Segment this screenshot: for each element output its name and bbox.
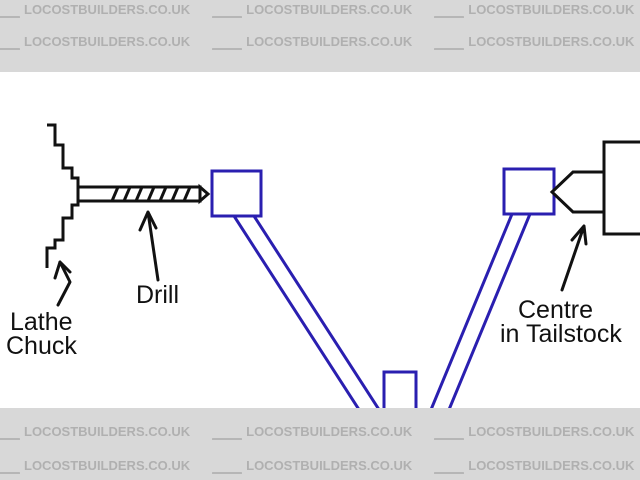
drill-flutes	[110, 186, 192, 202]
car-logo-icon	[434, 4, 465, 18]
watermark-row: LOCOSTBUILDERS.CO.UK LOCOSTBUILDERS.CO.UK…	[0, 34, 640, 50]
watermark-text: LOCOSTBUILDERS.CO.UK	[0, 2, 190, 18]
right-tube-end	[502, 167, 556, 216]
car-logo-icon	[0, 36, 20, 50]
drill-tip	[198, 183, 211, 205]
lathe-chuck-outline	[45, 123, 80, 268]
label-arrows	[53, 210, 588, 307]
car-logo-icon	[0, 426, 20, 440]
watermark-text: LOCOSTBUILDERS.CO.UK	[434, 458, 634, 474]
car-logo-icon	[212, 460, 243, 474]
tailstock	[549, 140, 640, 236]
v-frame	[210, 167, 556, 472]
centre-label-line1: Centre	[518, 296, 593, 324]
watermark-text: LOCOSTBUILDERS.CO.UK	[434, 2, 634, 18]
watermark-text: LOCOSTBUILDERS.CO.UK	[434, 424, 634, 440]
car-logo-icon	[0, 460, 20, 474]
watermark-row: LOCOSTBUILDERS.CO.UK LOCOSTBUILDERS.CO.UK…	[0, 2, 640, 18]
watermark-row: LOCOSTBUILDERS.CO.UK LOCOSTBUILDERS.CO.UK…	[0, 458, 640, 474]
tailstock-body	[602, 140, 640, 236]
car-logo-icon	[212, 36, 243, 50]
car-logo-icon	[0, 4, 20, 18]
car-logo-icon	[434, 36, 465, 50]
chuck-label-line1: Lathe	[10, 308, 73, 336]
watermark-band-top: LOCOSTBUILDERS.CO.UK LOCOSTBUILDERS.CO.UK…	[0, 0, 640, 72]
watermark-text: LOCOSTBUILDERS.CO.UK	[212, 34, 412, 50]
chuck-label-line2: Chuck	[6, 332, 77, 360]
watermark-text: LOCOSTBUILDERS.CO.UK	[0, 34, 190, 50]
drill-label: Drill	[136, 281, 179, 309]
watermark-text: LOCOSTBUILDERS.CO.UK	[212, 2, 412, 18]
watermark-row: LOCOSTBUILDERS.CO.UK LOCOSTBUILDERS.CO.UK…	[0, 424, 640, 440]
watermark-band-bottom: LOCOSTBUILDERS.CO.UK LOCOSTBUILDERS.CO.UK…	[0, 408, 640, 480]
left-tube-end	[210, 169, 263, 218]
watermark-text: LOCOSTBUILDERS.CO.UK	[212, 424, 412, 440]
car-logo-icon	[434, 426, 465, 440]
centre-arrow	[560, 224, 588, 292]
tailstock-centre-point	[549, 170, 606, 214]
watermark-text: LOCOSTBUILDERS.CO.UK	[0, 458, 190, 474]
car-logo-icon	[434, 460, 465, 474]
drill-arrow	[138, 210, 160, 282]
car-logo-icon	[212, 426, 243, 440]
watermark-text: LOCOSTBUILDERS.CO.UK	[212, 458, 412, 474]
watermark-text: LOCOSTBUILDERS.CO.UK	[434, 34, 634, 50]
centre-label-line2: in Tailstock	[500, 320, 622, 348]
car-logo-icon	[212, 4, 243, 18]
watermark-text: LOCOSTBUILDERS.CO.UK	[0, 424, 190, 440]
chuck-arrow	[53, 260, 72, 307]
